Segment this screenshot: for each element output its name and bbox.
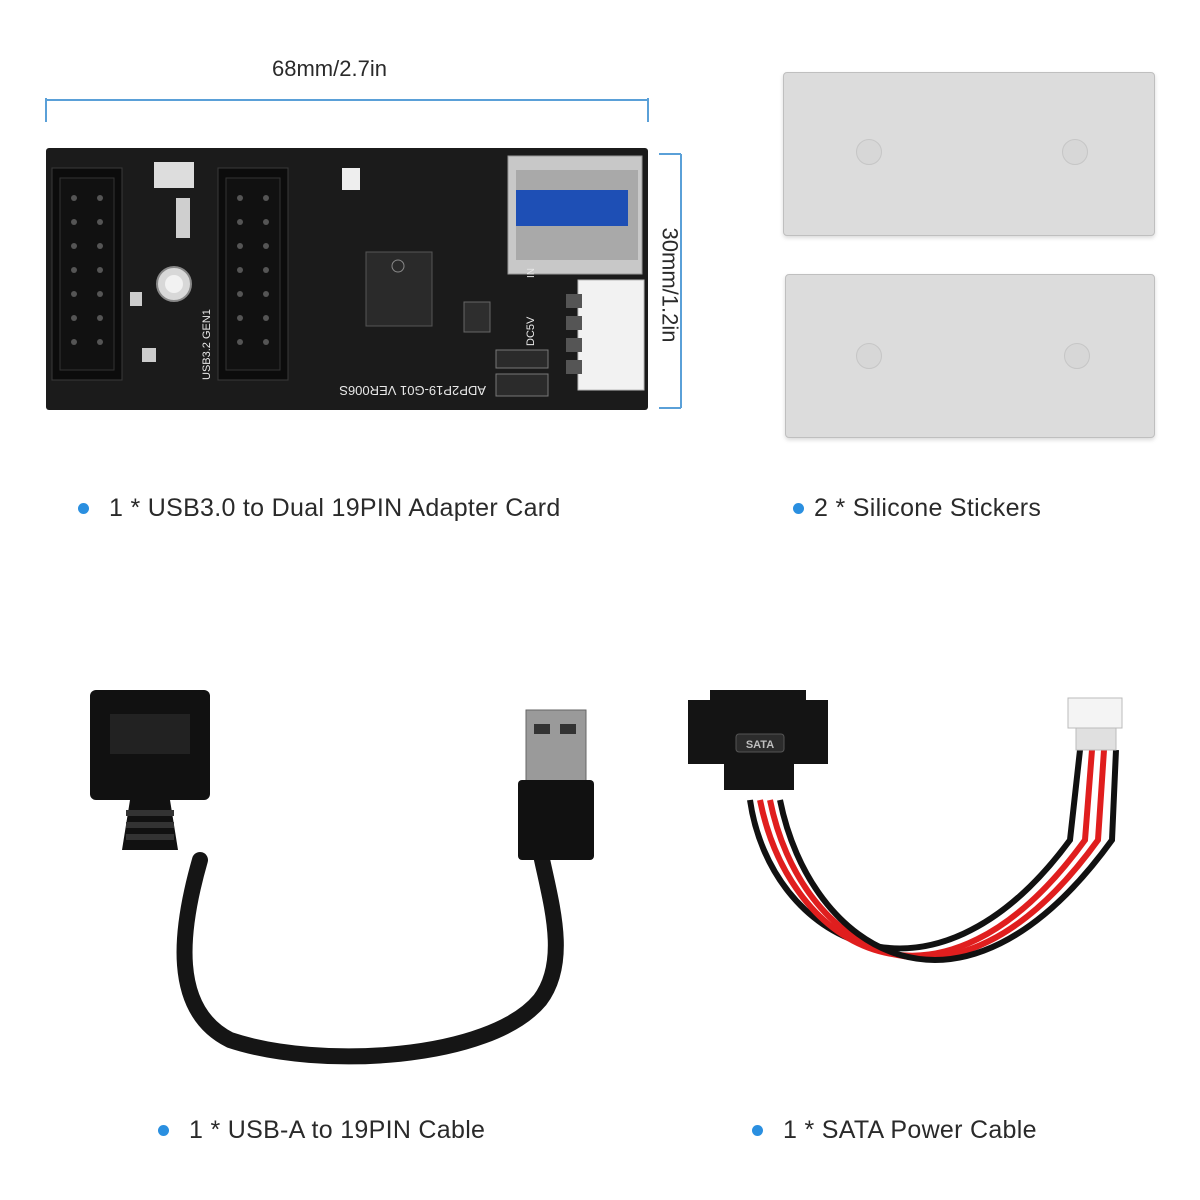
- width-dimension-label: 68mm/2.7in: [272, 56, 387, 81]
- usb-a-port: [507, 155, 643, 275]
- sata-cable-image: SATA: [688, 690, 1123, 963]
- sticker-hole: [856, 139, 882, 165]
- header-right: [217, 167, 289, 381]
- bullet-icon: [158, 1125, 169, 1136]
- caption-text: USB-A to 19PIN Cable: [227, 1116, 486, 1144]
- silkscreen-in: IN: [526, 268, 537, 278]
- sticker-hole: [1062, 139, 1088, 165]
- width-dimension-line: [45, 98, 649, 122]
- caption-qty: 1 *: [783, 1116, 815, 1144]
- 19pin-connector: [90, 690, 210, 850]
- caption-text: USB3.0 to Dual 19PIN Adapter Card: [147, 494, 561, 522]
- sticker-hole: [1064, 343, 1090, 369]
- usb-a-plug: [518, 709, 594, 860]
- bullet-icon: [793, 503, 804, 514]
- silicone-sticker-top: [783, 72, 1155, 236]
- sata-label: SATA: [746, 739, 774, 751]
- caption-qty: 1 *: [189, 1116, 221, 1144]
- caption-stickers: 2 * Silicone Stickers: [793, 494, 1041, 523]
- bullet-icon: [752, 1125, 763, 1136]
- header-left: [51, 167, 123, 381]
- adapter-card-image: ADP2P19-G01 VER006S USB3.2 GEN1 DC5V IN: [46, 148, 648, 410]
- silkscreen-main: ADP2P19-G01 VER006S: [339, 383, 486, 398]
- caption-qty: 1 *: [109, 494, 141, 522]
- caption-adapter-card: 1 * USB3.0 to Dual 19PIN Adapter Card: [78, 494, 561, 523]
- 4pin-connector: [1067, 697, 1123, 751]
- height-dimension-line: [659, 153, 682, 409]
- height-dimension-label: 30mm/1.2in: [657, 227, 683, 343]
- silkscreen-usb: USB3.2 GEN1: [201, 309, 213, 380]
- silkscreen-power: DC5V: [525, 316, 537, 346]
- silicone-sticker-bottom: [785, 274, 1155, 438]
- caption-sata-cable: 1 * SATA Power Cable: [752, 1116, 1037, 1145]
- caption-text: Silicone Stickers: [852, 494, 1042, 522]
- caption-usb-cable: 1 * USB-A to 19PIN Cable: [158, 1116, 485, 1145]
- sata-connector: SATA: [688, 690, 828, 790]
- caption-text: SATA Power Cable: [821, 1116, 1037, 1144]
- bullet-icon: [78, 503, 89, 514]
- caption-qty: 2 *: [814, 494, 846, 522]
- usb-a-cable-image: [90, 690, 594, 1065]
- sticker-hole: [856, 343, 882, 369]
- power-connector: [566, 279, 645, 391]
